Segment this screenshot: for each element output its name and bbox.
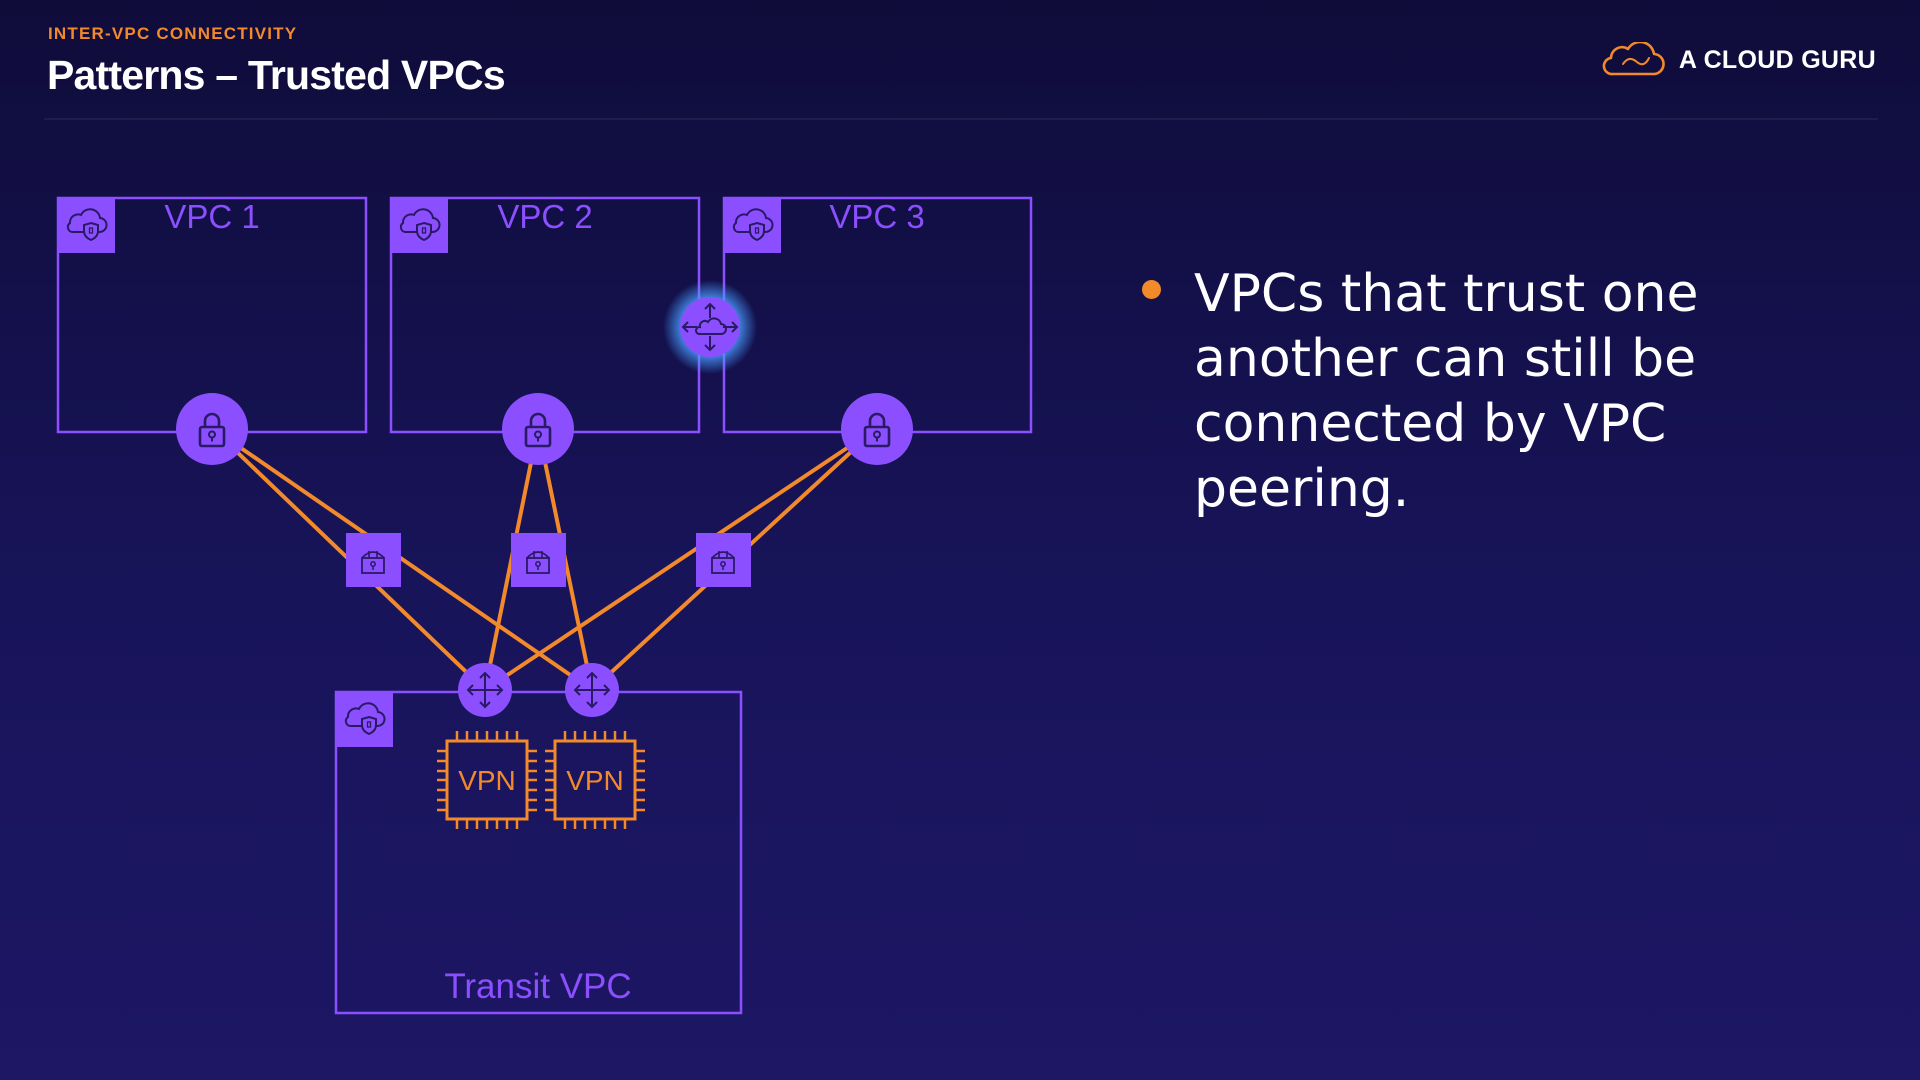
vpn-label: VPN	[566, 765, 624, 796]
vpn-gateway-vpc-2	[502, 393, 574, 465]
bullet-dot-icon	[1142, 280, 1161, 299]
router-node	[458, 663, 512, 717]
connection-line	[483, 426, 879, 692]
header-divider	[44, 118, 1878, 120]
vpc-label: VPC 2	[497, 198, 592, 235]
vpn-label: VPN	[458, 765, 516, 796]
vpc-1-box: VPC 1	[56, 196, 368, 434]
brand-logo: A CLOUD GURU	[1601, 42, 1876, 78]
vpc-3-box: VPC 3	[722, 196, 1033, 434]
brand-name: A CLOUD GURU	[1678, 45, 1876, 74]
bullet-text: VPCs that trust one another can still be…	[1194, 264, 1699, 519]
customer-gateway	[696, 533, 751, 587]
chip-icon	[545, 731, 645, 829]
section-eyebrow: INTER-VPC CONNECTIVITY	[48, 24, 298, 43]
bullet-item: VPCs that trust one another can still be…	[1140, 262, 1780, 522]
vpn-instance: VPN	[545, 731, 645, 829]
bullet-list: VPCs that trust one another can still be…	[1140, 262, 1780, 522]
vpn-gateway-vpc-1	[176, 393, 248, 465]
peering-icon	[681, 302, 739, 352]
connection-line	[210, 426, 594, 692]
cloud-logo-icon	[1602, 42, 1665, 76]
customer-gateway	[511, 533, 566, 587]
router-node	[565, 663, 619, 717]
vpc-label: VPC 1	[164, 198, 259, 235]
vpc-label: VPC 3	[829, 198, 924, 235]
transit-vpc-box: Transit VPC	[334, 690, 743, 1015]
chip-icon	[437, 731, 537, 829]
vpc-peering-connection	[663, 280, 757, 374]
vpn-gateway-vpc-3	[841, 393, 913, 465]
transit-vpc-label: Transit VPC	[444, 967, 631, 1006]
slide-title: Patterns – Trusted VPCs	[47, 52, 506, 98]
customer-gateway	[346, 533, 401, 587]
vpn-instance: VPN	[437, 731, 537, 829]
